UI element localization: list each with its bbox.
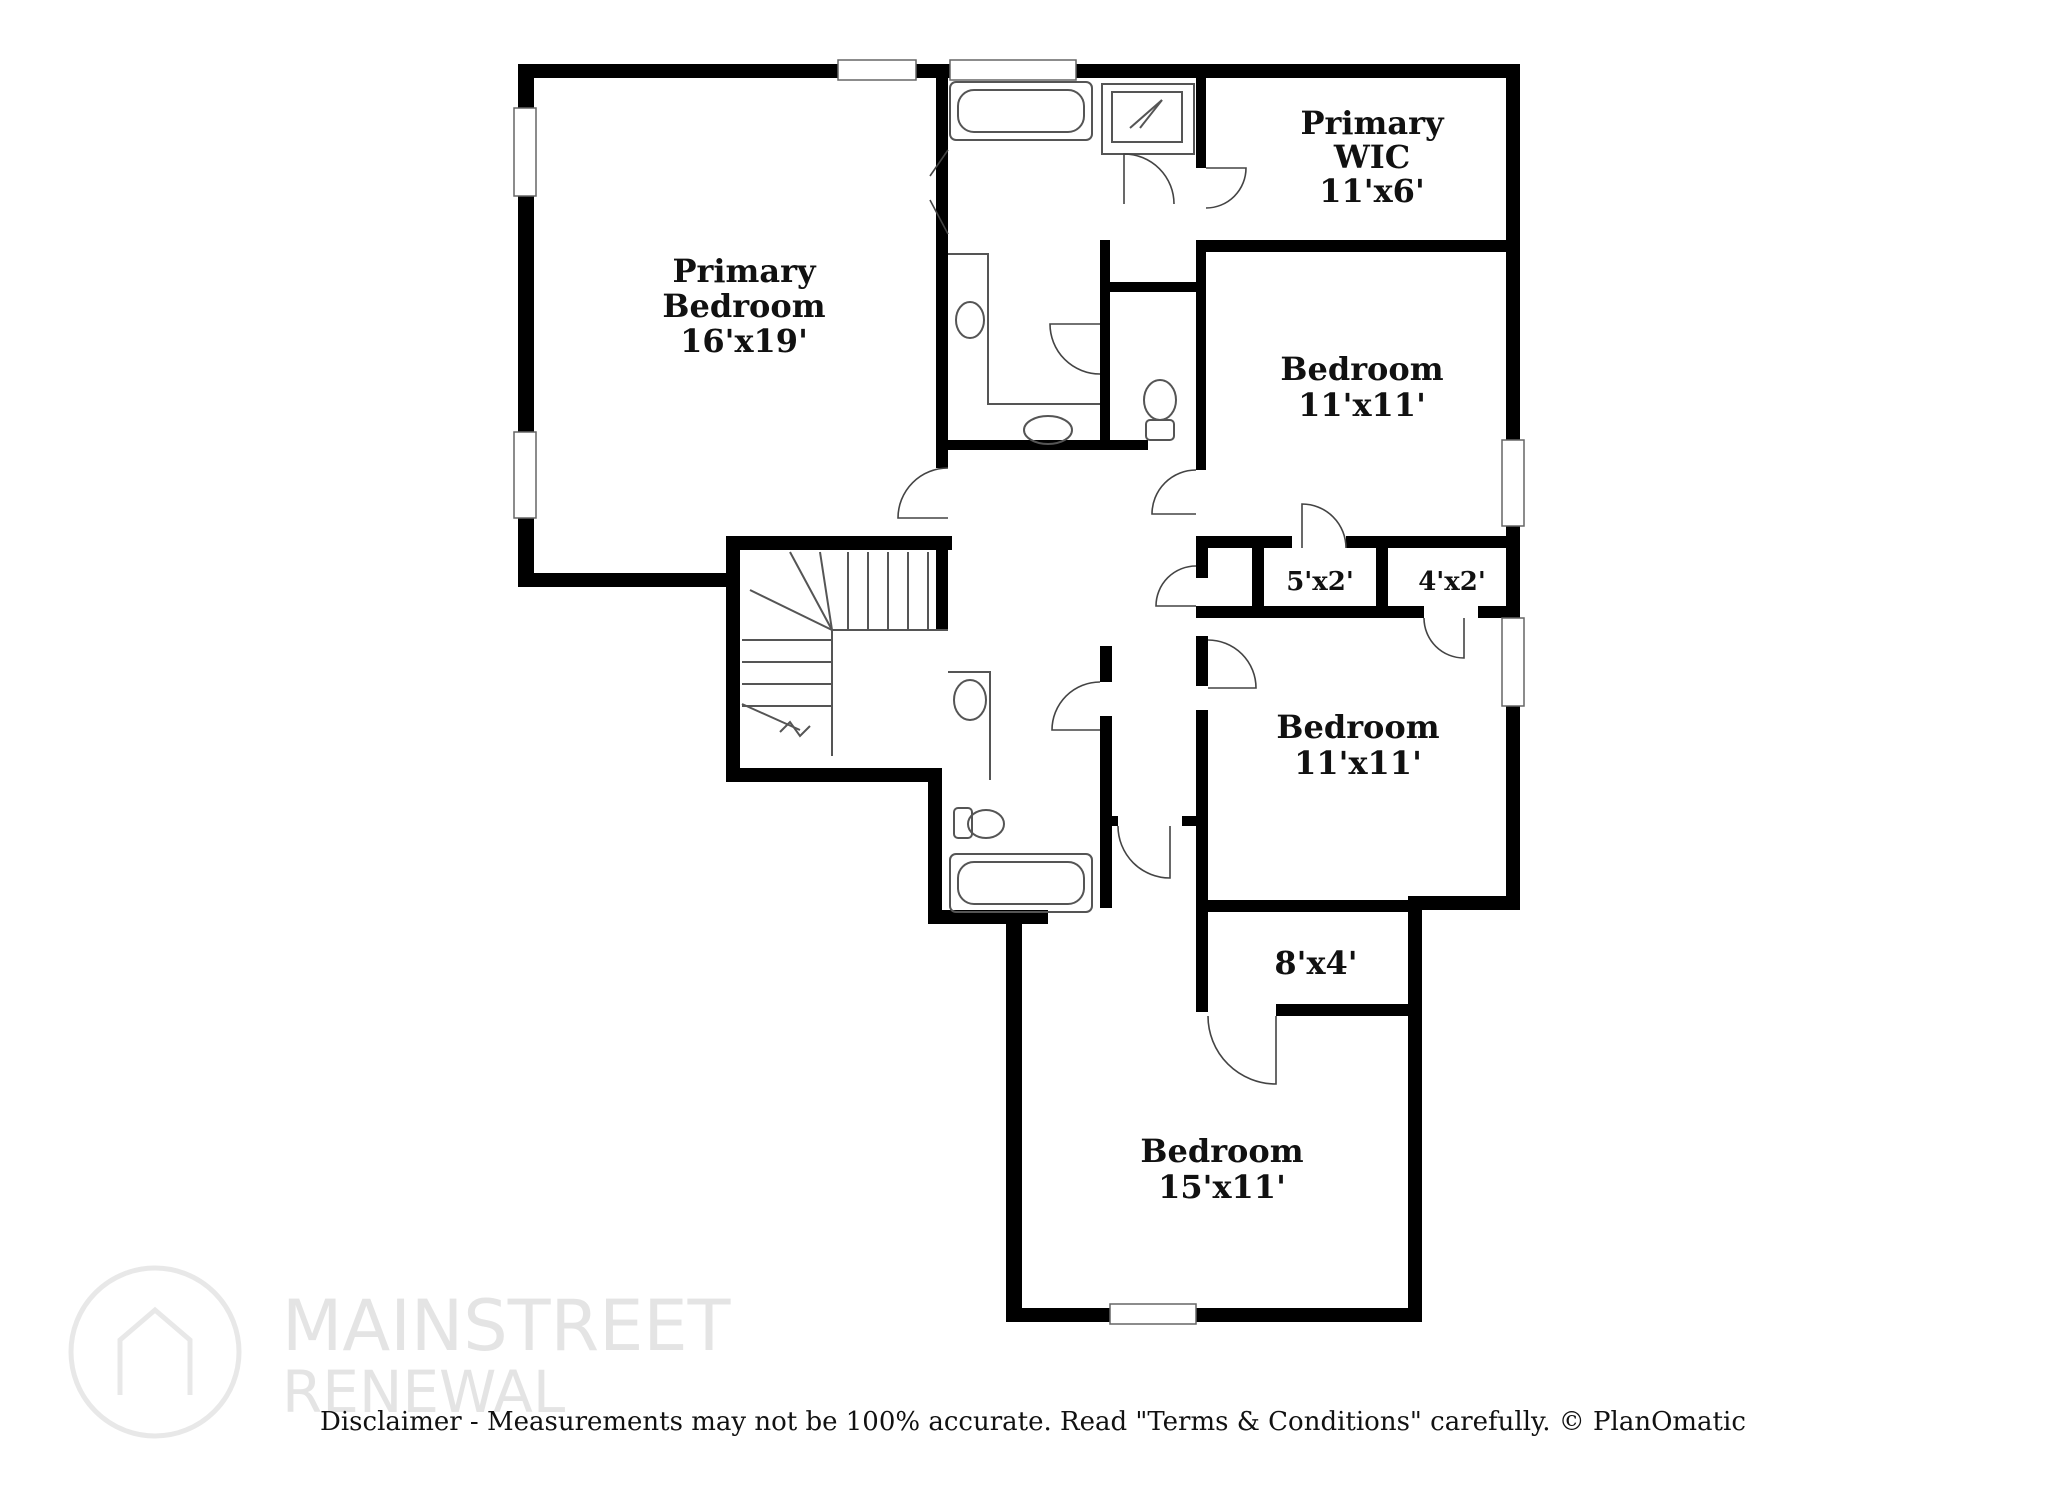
- interior-walls: [936, 78, 1520, 1016]
- room-size: 11'x6': [1319, 172, 1424, 210]
- room-bedroom-3: Bedroom 11'x11': [1276, 708, 1439, 782]
- room-name-line1: Primary: [672, 252, 817, 290]
- watermark-line1: MAINSTREET: [282, 1285, 731, 1367]
- windows: [513, 59, 1525, 1325]
- room-name: Bedroom: [1280, 350, 1443, 388]
- window: [1109, 1303, 1197, 1325]
- watermark-logo-icon: [68, 1265, 242, 1439]
- doors: [897, 149, 1465, 1085]
- sink-icon: [953, 679, 987, 721]
- bathtub-icon: [949, 81, 1093, 141]
- mainstreet-renewal-watermark: MAINSTREET RENEWAL: [68, 1265, 731, 1439]
- closet-c-size: 8'x4': [1274, 944, 1357, 982]
- window: [1501, 439, 1525, 527]
- room-bedroom-4: Bedroom 15'x11': [1140, 1132, 1303, 1206]
- window: [837, 59, 917, 81]
- watermark-house-icon: [117, 1306, 193, 1395]
- window: [1501, 617, 1525, 707]
- sink-icon: [955, 301, 985, 339]
- room-name-line1: Primary: [1300, 104, 1445, 142]
- window: [949, 59, 1077, 81]
- room-name-line2: WIC: [1333, 138, 1410, 176]
- sink-icon: [1023, 415, 1073, 445]
- room-name: Bedroom: [1140, 1132, 1303, 1170]
- closet-b-size: 4'x2': [1418, 567, 1486, 597]
- shower-icon: [1101, 83, 1195, 155]
- window: [513, 431, 537, 519]
- window: [513, 107, 537, 197]
- closet-a-size: 5'x2': [1286, 567, 1354, 597]
- room-bedroom-2: Bedroom 11'x11': [1280, 350, 1443, 424]
- watermark-line2: RENEWAL: [282, 1358, 565, 1426]
- room-name: Bedroom: [1276, 708, 1439, 746]
- staircase: [741, 551, 948, 756]
- bathroom-fixtures: [948, 81, 1195, 913]
- toilet-icon: [953, 807, 973, 839]
- outer-walls: [518, 64, 1520, 1322]
- bathtub-icon: [949, 853, 1093, 913]
- room-size: 16'x19': [680, 322, 808, 360]
- room-name-line2: Bedroom: [662, 287, 825, 325]
- room-size: 11'x11': [1298, 386, 1426, 424]
- room-primary-bedroom: Primary Bedroom 16'x19': [662, 252, 825, 360]
- room-size: 15'x11': [1158, 1168, 1286, 1206]
- room-primary-wic: Primary WIC 11'x6': [1300, 104, 1445, 210]
- disclaimer-text: Disclaimer - Measurements may not be 100…: [320, 1407, 1746, 1437]
- toilet-icon: [1145, 419, 1175, 441]
- room-size: 11'x11': [1294, 744, 1422, 782]
